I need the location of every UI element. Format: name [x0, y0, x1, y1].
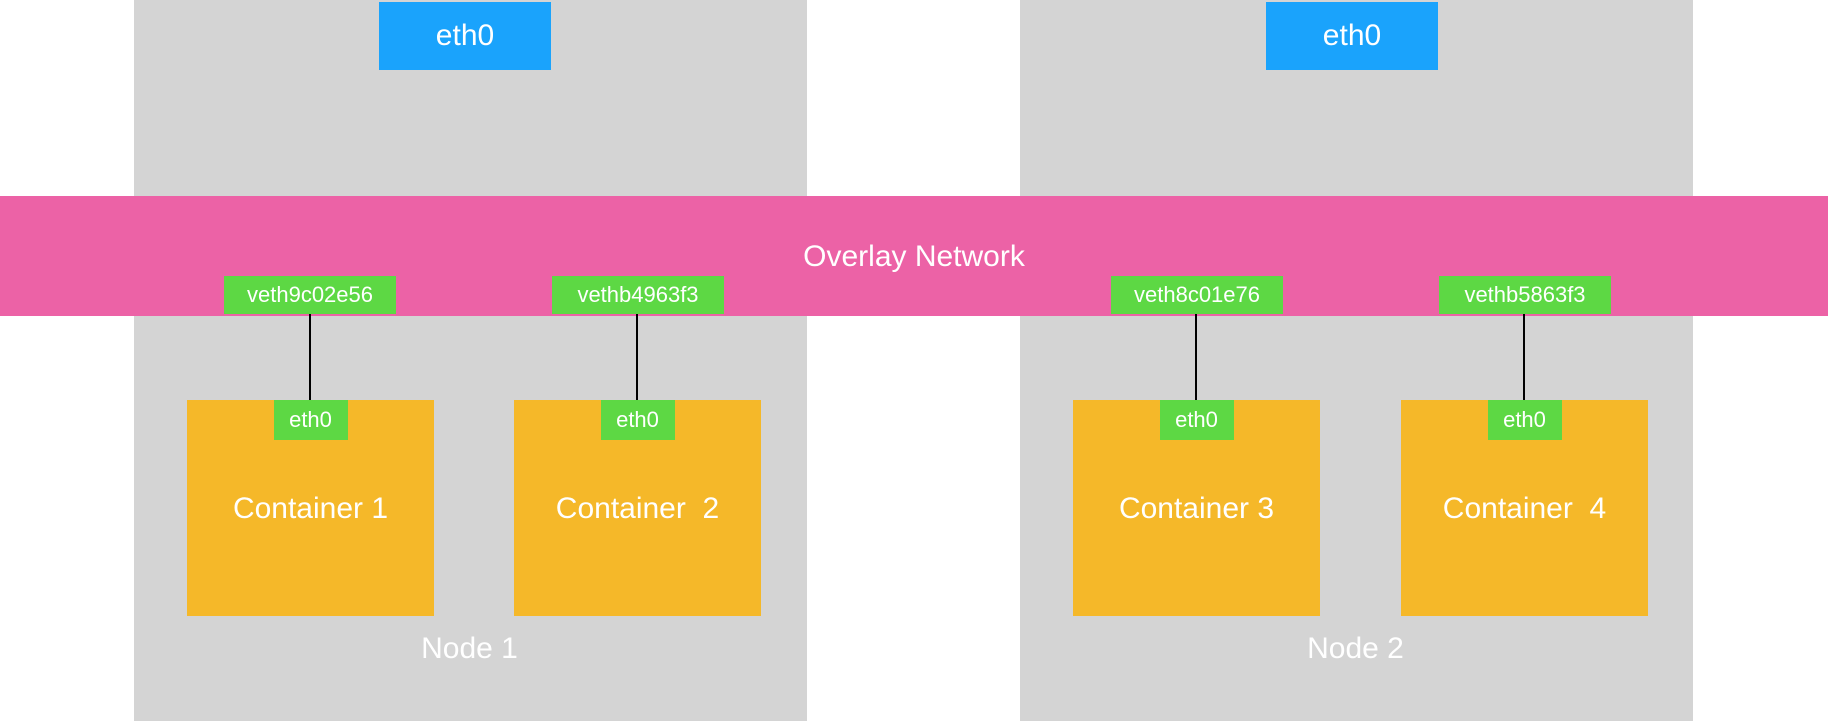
veth-interface-4: vethb5863f3 [1439, 276, 1611, 314]
container-1-interface: eth0 [273, 400, 348, 440]
node-1-label: Node 1 [421, 632, 518, 665]
node-2-label: Node 2 [1307, 632, 1404, 665]
container-2-interface: eth0 [600, 400, 675, 440]
veth-interface-1: veth9c02e56 [224, 276, 396, 314]
veth-link-2 [636, 314, 638, 401]
container-1: eth0 Container 1 [187, 400, 434, 616]
veth-interface-3: veth8c01e76 [1111, 276, 1283, 314]
container-2: eth0 Container 2 [514, 400, 761, 616]
container-3-label: Container 3 [1118, 492, 1275, 525]
container-2-label: Container 2 [555, 492, 720, 525]
node-1-host-interface: eth0 [379, 2, 551, 70]
veth-interface-2: vethb4963f3 [552, 276, 724, 314]
node-2-host-interface: eth0 [1266, 2, 1438, 70]
veth-link-1 [309, 314, 311, 401]
overlay-network-label: Overlay Network [803, 240, 1025, 273]
container-4-label: Container 4 [1442, 492, 1607, 525]
veth-link-3 [1195, 314, 1197, 401]
container-4: eth0 Container 4 [1401, 400, 1648, 616]
container-3: eth0 Container 3 [1073, 400, 1320, 616]
container-3-interface: eth0 [1159, 400, 1234, 440]
veth-link-4 [1523, 314, 1525, 401]
container-1-label: Container 1 [232, 492, 389, 525]
container-4-interface: eth0 [1487, 400, 1562, 440]
